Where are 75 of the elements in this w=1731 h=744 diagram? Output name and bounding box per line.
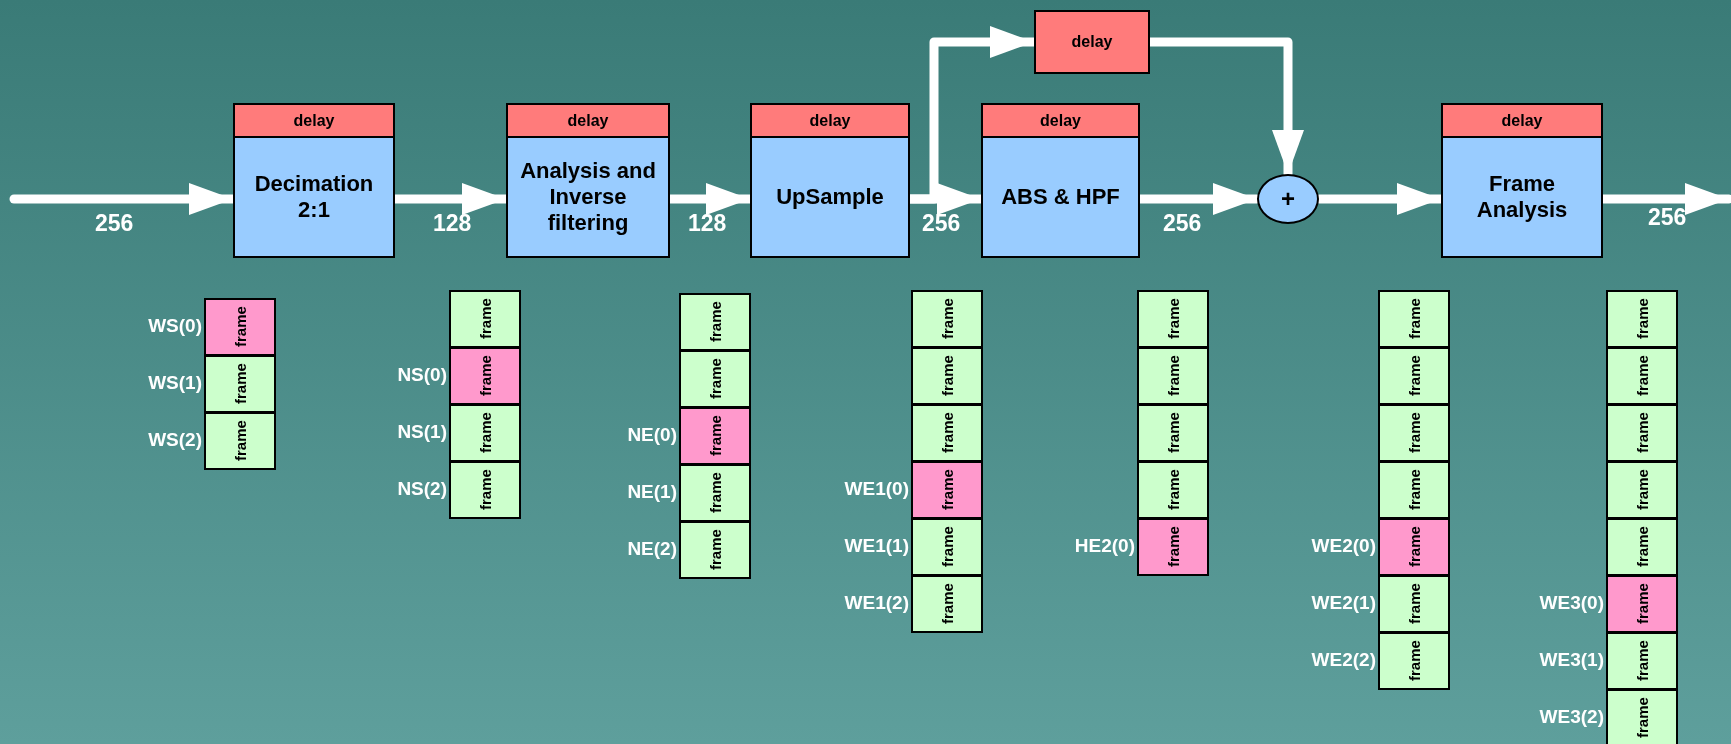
frame-cell: frame: [1137, 347, 1209, 405]
frame-cell: frame: [1606, 575, 1678, 633]
frame-label: NE(1): [627, 481, 677, 503]
frame-label: WE1(1): [844, 535, 909, 557]
delay-box: delay: [506, 103, 670, 138]
frame-cell: frame: [1378, 632, 1450, 690]
edge-label: 256: [95, 210, 134, 237]
process-box: Analysis and Inverse filtering: [506, 136, 670, 258]
frame-label: HE2(0): [1074, 535, 1135, 557]
sum-circle: +: [1257, 174, 1319, 224]
frame-label: WS(0): [148, 315, 202, 337]
frame-cell: frame: [911, 347, 983, 405]
frame-cell: frame: [204, 412, 276, 470]
frame-label: NE(2): [627, 538, 677, 560]
frame-cell: frame: [1606, 290, 1678, 348]
delay-box: delay: [1034, 10, 1150, 74]
edge-label: 256: [1163, 210, 1202, 237]
frame-cell: frame: [449, 404, 521, 462]
frame-cell: frame: [679, 350, 751, 408]
frame-cell: frame: [449, 347, 521, 405]
frame-label: WE2(2): [1311, 649, 1376, 671]
edge-label: 256: [922, 210, 961, 237]
frame-label: WE1(0): [844, 478, 909, 500]
frame-cell: frame: [1137, 461, 1209, 519]
frame-cell: frame: [1606, 461, 1678, 519]
frame-label: NS(2): [397, 478, 447, 500]
frame-cell: frame: [911, 461, 983, 519]
frame-cell: frame: [679, 293, 751, 351]
frame-cell: frame: [1606, 347, 1678, 405]
frame-cell: frame: [449, 461, 521, 519]
edge-label: 128: [688, 210, 727, 237]
frame-label: WE3(0): [1539, 592, 1604, 614]
frame-label: NE(0): [627, 424, 677, 446]
frame-cell: frame: [1606, 689, 1678, 744]
frame-cell: frame: [1606, 518, 1678, 576]
delay-box: delay: [981, 103, 1140, 138]
frame-cell: frame: [449, 290, 521, 348]
frame-cell: frame: [1378, 461, 1450, 519]
frame-label: NS(0): [397, 364, 447, 386]
edge-label: 256: [1648, 204, 1687, 231]
frame-label: WE2(1): [1311, 592, 1376, 614]
frame-cell: frame: [1137, 404, 1209, 462]
frame-label: WS(1): [148, 372, 202, 394]
frame-cell: frame: [679, 464, 751, 522]
frame-label: WS(2): [148, 429, 202, 451]
process-box: UpSample: [750, 136, 910, 258]
frame-cell: frame: [1378, 518, 1450, 576]
frame-label: WE3(2): [1539, 706, 1604, 728]
frame-cell: frame: [1606, 632, 1678, 690]
frame-cell: frame: [204, 355, 276, 413]
frame-cell: frame: [1378, 575, 1450, 633]
frame-cell: frame: [1378, 347, 1450, 405]
frame-cell: frame: [204, 298, 276, 356]
process-box: Decimation 2:1: [233, 136, 395, 258]
delay-box: delay: [1441, 103, 1603, 138]
frame-label: WE3(1): [1539, 649, 1604, 671]
frame-label: NS(1): [397, 421, 447, 443]
frame-label: WE2(0): [1311, 535, 1376, 557]
frame-cell: frame: [911, 404, 983, 462]
delay-box: delay: [233, 103, 395, 138]
process-box: ABS & HPF: [981, 136, 1140, 258]
frame-cell: frame: [1378, 290, 1450, 348]
delay-box: delay: [750, 103, 910, 138]
frame-cell: frame: [1137, 290, 1209, 348]
frame-cell: frame: [911, 575, 983, 633]
process-box: Frame Analysis: [1441, 136, 1603, 258]
frame-cell: frame: [679, 407, 751, 465]
frame-cell: frame: [911, 290, 983, 348]
frame-cell: frame: [1378, 404, 1450, 462]
frame-cell: frame: [1606, 404, 1678, 462]
frame-label: WE1(2): [844, 592, 909, 614]
frame-cell: frame: [911, 518, 983, 576]
frame-cell: frame: [1137, 518, 1209, 576]
edge-label: 128: [433, 210, 472, 237]
frame-cell: frame: [679, 521, 751, 579]
